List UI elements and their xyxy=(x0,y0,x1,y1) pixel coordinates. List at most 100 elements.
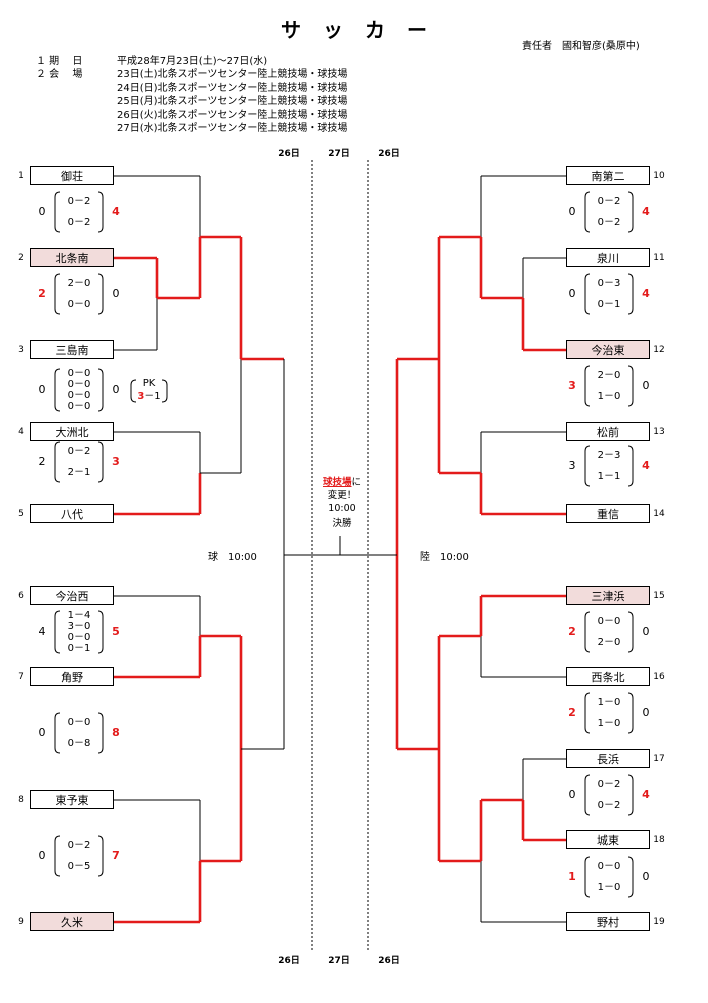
team-box: 西条北 xyxy=(566,667,650,686)
score-line: 0－0 xyxy=(597,615,621,627)
total-score-left: 0 xyxy=(38,205,46,218)
team-box: 北条南 xyxy=(30,248,114,267)
period-value: 平成28年7月23日(土)～27日(水) xyxy=(117,56,268,67)
score-bracket xyxy=(584,445,591,487)
team-box: 松前 xyxy=(566,422,650,441)
day-label-right: 26日 xyxy=(378,956,400,966)
score-line: 0－5 xyxy=(67,860,91,872)
score-bracket xyxy=(97,273,104,315)
score-bracket xyxy=(54,441,61,483)
score-bracket xyxy=(584,856,591,898)
total-score-right: 0 xyxy=(642,870,650,883)
team-number: 13 xyxy=(653,427,665,437)
score-line: 0－2 xyxy=(597,216,621,228)
team-number: 8 xyxy=(18,795,24,805)
score-line: 0－0 xyxy=(67,367,91,379)
score-bracket xyxy=(97,712,104,754)
team-number: 12 xyxy=(653,345,665,355)
score-line: 0－0 xyxy=(67,298,91,310)
team-number: 1 xyxy=(18,171,24,181)
score-line: 2－3 xyxy=(597,449,621,461)
team-box: 三津浜 xyxy=(566,586,650,605)
team-number: 6 xyxy=(18,591,24,601)
team-number: 11 xyxy=(653,253,665,263)
score-line: 0－8 xyxy=(67,737,91,749)
score-bracket xyxy=(627,191,634,233)
total-score-right: 8 xyxy=(112,726,120,739)
venue-change-line2: 変更！ xyxy=(327,490,357,501)
score-line: 2－0 xyxy=(597,636,621,648)
total-score-right: 4 xyxy=(112,205,120,218)
score-bracket xyxy=(584,774,591,816)
total-score-left: 0 xyxy=(38,383,46,396)
score-line: 0－1 xyxy=(597,298,621,310)
score-bracket xyxy=(584,611,591,653)
team-number: 7 xyxy=(18,672,24,682)
total-score-left: 1 xyxy=(568,870,576,883)
team-box: 角野 xyxy=(30,667,114,686)
venue-line: 24日(日)北条スポーツセンター陸上競技場・球技場 xyxy=(117,82,348,94)
score-bracket xyxy=(54,610,61,654)
score-bracket xyxy=(54,835,61,877)
score-line: 1－1 xyxy=(597,470,621,482)
final-label: 決勝 xyxy=(332,518,352,529)
team-box: 三島南 xyxy=(30,340,114,359)
total-score-left: 2 xyxy=(568,706,576,719)
score-bracket xyxy=(584,273,591,315)
team-box: 八代 xyxy=(30,504,114,523)
score-bracket xyxy=(627,856,634,898)
score-bracket xyxy=(54,368,61,412)
team-box: 重信 xyxy=(566,504,650,523)
semifinal-time-left: 球 10:00 xyxy=(208,552,257,563)
score-bracket xyxy=(161,379,168,403)
total-score-left: 2 xyxy=(568,625,576,638)
total-score-right: 0 xyxy=(112,287,120,300)
score-bracket xyxy=(584,191,591,233)
team-number: 3 xyxy=(18,345,24,355)
total-score-left: 2 xyxy=(38,287,46,300)
score-bracket xyxy=(627,273,634,315)
score-bracket xyxy=(627,365,634,407)
score-bracket xyxy=(584,365,591,407)
page-title: サッカー xyxy=(281,18,449,42)
total-score-left: 4 xyxy=(38,625,46,638)
semifinal-time-right: 陸 10:00 xyxy=(420,552,469,563)
venue-change-suffix: に xyxy=(351,477,362,488)
score-bracket xyxy=(627,774,634,816)
score-bracket xyxy=(627,692,634,734)
total-score-right: 0 xyxy=(642,379,650,392)
score-line: 0－0 xyxy=(67,389,91,401)
team-number: 15 xyxy=(653,591,665,601)
score-line: 0－2 xyxy=(597,195,621,207)
day-label-right: 26日 xyxy=(378,149,400,159)
team-number: 19 xyxy=(653,917,665,927)
total-score-left: 0 xyxy=(568,287,576,300)
period-label: １ 期 日 xyxy=(36,56,83,67)
score-line: 0－3 xyxy=(597,277,621,289)
team-number: 18 xyxy=(653,835,665,845)
score-line: 0－0 xyxy=(67,378,91,390)
pk-winner-score: 3 xyxy=(137,391,145,402)
score-line: 0－0 xyxy=(67,400,91,412)
score-line: 0－0 xyxy=(67,631,91,643)
score-bracket xyxy=(54,273,61,315)
venue-change-notice: 球技場に 変更！ 10:00 決勝 xyxy=(300,476,384,530)
score-line: 0－2 xyxy=(597,799,621,811)
score-bracket xyxy=(97,835,104,877)
score-bracket xyxy=(97,610,104,654)
pk-loser-score: －1 xyxy=(144,391,161,402)
team-box: 東予東 xyxy=(30,790,114,809)
score-line: 1－0 xyxy=(597,696,621,708)
score-line: 0－1 xyxy=(67,642,91,654)
venue-line: 26日(火)北条スポーツセンター陸上競技場・球技場 xyxy=(117,109,348,121)
total-score-left: 3 xyxy=(568,379,576,392)
score-line: 0－2 xyxy=(67,216,91,228)
team-box: 御荘 xyxy=(30,166,114,185)
score-line: 1－0 xyxy=(597,717,621,729)
score-line: 2－0 xyxy=(597,369,621,381)
day-label-center: 27日 xyxy=(328,956,350,966)
team-box: 今治西 xyxy=(30,586,114,605)
total-score-left: 0 xyxy=(38,726,46,739)
total-score-right: 4 xyxy=(642,205,650,218)
